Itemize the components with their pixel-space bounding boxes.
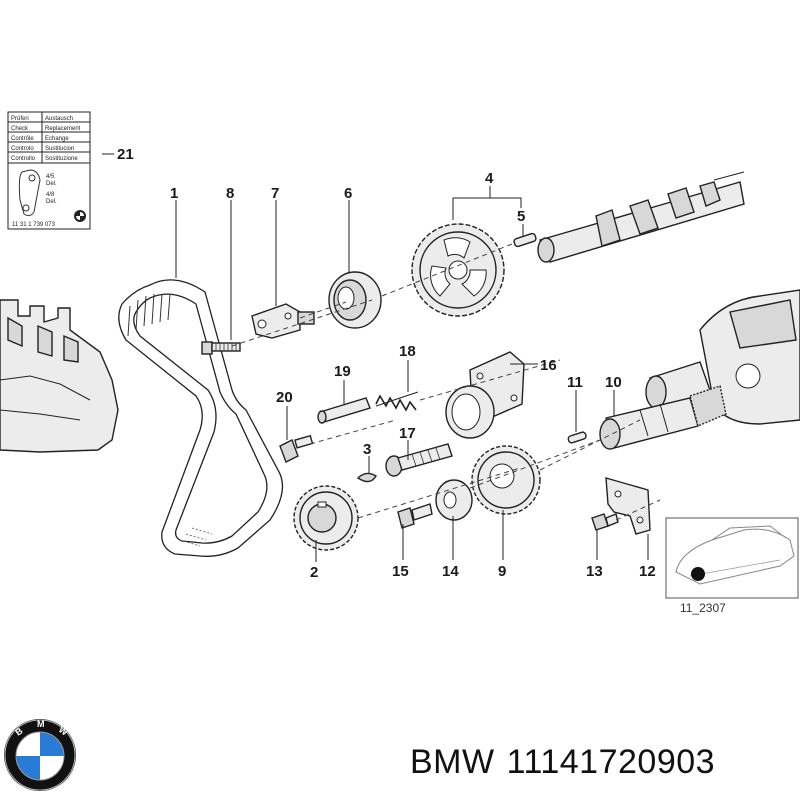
table-cell: Prüfen xyxy=(11,116,29,122)
table-cell: Controllo xyxy=(11,156,36,162)
callout-8: 8 xyxy=(226,185,234,202)
callout-5: 5 xyxy=(517,208,525,225)
pin-part-11 xyxy=(567,431,587,444)
callout-10: 10 xyxy=(605,374,622,391)
table-cell: Check xyxy=(11,126,29,132)
table-mark: Del. xyxy=(46,181,57,187)
table-cell: Contrôle xyxy=(11,136,34,142)
callout-1: 1 xyxy=(170,185,178,202)
callout-3: 3 xyxy=(363,441,371,458)
callout-labels: 1 2 3 4 5 6 7 8 9 10 11 12 13 14 15 16 1… xyxy=(117,146,656,581)
crankshaft xyxy=(645,289,800,425)
callout-17: 17 xyxy=(399,425,416,442)
callout-14: 14 xyxy=(442,563,459,580)
callout-11: 11 xyxy=(567,374,583,391)
table-cell: Sostituzione xyxy=(45,156,78,162)
table-cell: Echange xyxy=(45,136,69,142)
part-number: 11141720903 xyxy=(506,743,716,781)
callout-20: 20 xyxy=(276,389,293,406)
bracket-part-16 xyxy=(445,351,525,439)
instruction-table: Prüfen Austausch Check Replacement Contr… xyxy=(7,111,91,230)
screw-part-13 xyxy=(591,513,619,531)
callout-12: 12 xyxy=(639,563,656,580)
pin-part-5 xyxy=(513,232,537,248)
washer-part-14 xyxy=(435,479,473,521)
table-mark: Del. xyxy=(46,199,57,205)
intermediate-sprocket-part-9 xyxy=(471,445,541,515)
table-cell: Replacement xyxy=(45,126,81,132)
table-mark: 4/5 xyxy=(46,174,55,180)
callout-2: 2 xyxy=(310,564,318,581)
bushing-part-6 xyxy=(328,271,382,329)
bolt-part-17 xyxy=(385,443,453,477)
bmw-roundel-small-icon xyxy=(74,210,86,222)
inset-ref: 11_2307 xyxy=(680,601,726,615)
alignment-lines xyxy=(231,243,661,521)
callout-4: 4 xyxy=(485,170,494,187)
table-cell: Sustitucion xyxy=(45,146,74,152)
callout-19: 19 xyxy=(334,363,351,380)
intermediate-shaft-part-10 xyxy=(599,385,727,450)
bolt-part-20 xyxy=(279,434,314,463)
table-cell: Austausch xyxy=(45,116,73,122)
svg-text:M: M xyxy=(37,719,45,729)
key-part-3 xyxy=(356,472,377,483)
table-ref-code: 11 31 1 739 073 xyxy=(12,222,56,228)
engine-block-outline xyxy=(0,299,119,453)
car-location-inset: 11_2307 xyxy=(665,517,799,615)
bmw-logo-icon: B M W xyxy=(4,719,76,791)
plate-part-12 xyxy=(605,477,651,535)
callout-9: 9 xyxy=(498,563,506,580)
spring-part-18 xyxy=(375,391,419,412)
callout-16: 16 xyxy=(540,357,557,374)
callout-6: 6 xyxy=(344,185,352,202)
callout-21: 21 xyxy=(117,146,134,163)
brand-part-caption: BMW 11141720903 xyxy=(410,740,790,784)
table-mark: 4/8 xyxy=(46,192,55,198)
table-cell: Controlo xyxy=(11,146,34,152)
brand-name: BMW xyxy=(410,743,495,781)
timing-belt xyxy=(118,279,284,557)
bolt-part-8 xyxy=(201,341,241,355)
svg-text:B: B xyxy=(13,725,24,737)
camshaft xyxy=(537,171,745,263)
tensioner-bracket-part-7 xyxy=(251,303,315,339)
callout-leaders xyxy=(175,186,649,562)
guide-pin-part-19 xyxy=(317,397,371,424)
callout-15: 15 xyxy=(392,563,409,580)
callout-7: 7 xyxy=(271,185,279,202)
bolt-part-15 xyxy=(397,503,433,529)
camshaft-sprocket-part-4 xyxy=(411,223,505,317)
crank-sprocket-part-2 xyxy=(293,485,359,551)
callout-13: 13 xyxy=(586,563,603,580)
callout-18: 18 xyxy=(399,343,416,360)
